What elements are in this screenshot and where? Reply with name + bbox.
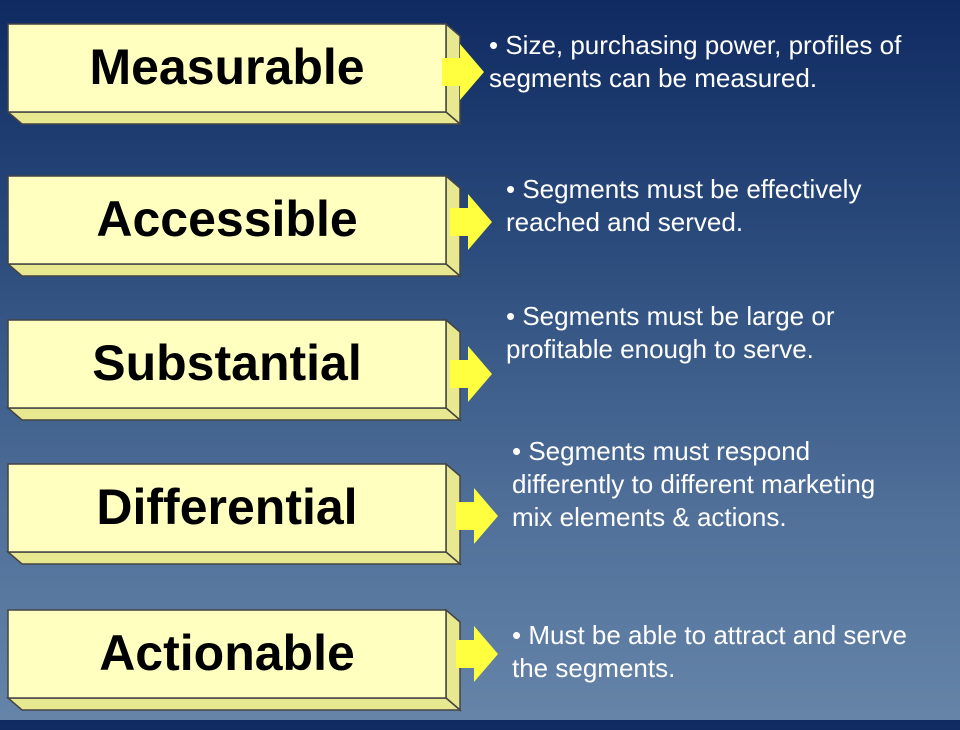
arrow-right-icon <box>450 194 492 250</box>
criterion-description: • Size, purchasing power, profiles of se… <box>489 30 902 93</box>
criterion-substantial: Substantial • Segments must be large or … <box>0 301 960 440</box>
term-label: Accessible <box>96 191 358 247</box>
box-3d-frame <box>5 22 463 126</box>
arrow-right-icon <box>450 346 492 402</box>
term-box: Differential <box>5 462 468 574</box>
criterion-accessible: Accessible • Segments must be effectivel… <box>0 174 960 296</box>
criterion-description: • Segments must be large or profitable e… <box>506 301 835 364</box>
arrow-right-icon <box>442 44 484 100</box>
criterion-description: • Segments must be effectively reached a… <box>506 174 862 237</box>
criterion-description: • Segments must respond differently to d… <box>512 436 876 532</box>
criterion-actionable: Actionable • Must be able to attract and… <box>0 608 960 730</box>
criterion-differential: Differential • Segments must respond dif… <box>0 436 960 584</box>
term-box: Actionable <box>5 608 468 720</box>
term-label: Substantial <box>92 335 362 391</box>
arrow-right-icon <box>456 626 498 682</box>
criterion-measurable: Measurable • Size, purchasing power, pro… <box>0 22 960 144</box>
term-label: Measurable <box>89 39 365 95</box>
box-3d-frame <box>5 318 463 422</box>
box-3d-frame <box>5 608 463 712</box>
box-3d-frame <box>5 462 463 566</box>
box-3d-frame <box>5 174 463 278</box>
criterion-description: • Must be able to attract and serve the … <box>512 620 907 683</box>
term-label: Actionable <box>99 625 355 681</box>
arrow-right-icon <box>456 488 498 544</box>
term-label: Differential <box>96 479 358 535</box>
term-box: Substantial <box>5 318 468 430</box>
term-box: Measurable <box>5 22 468 134</box>
term-box: Accessible <box>5 174 468 286</box>
